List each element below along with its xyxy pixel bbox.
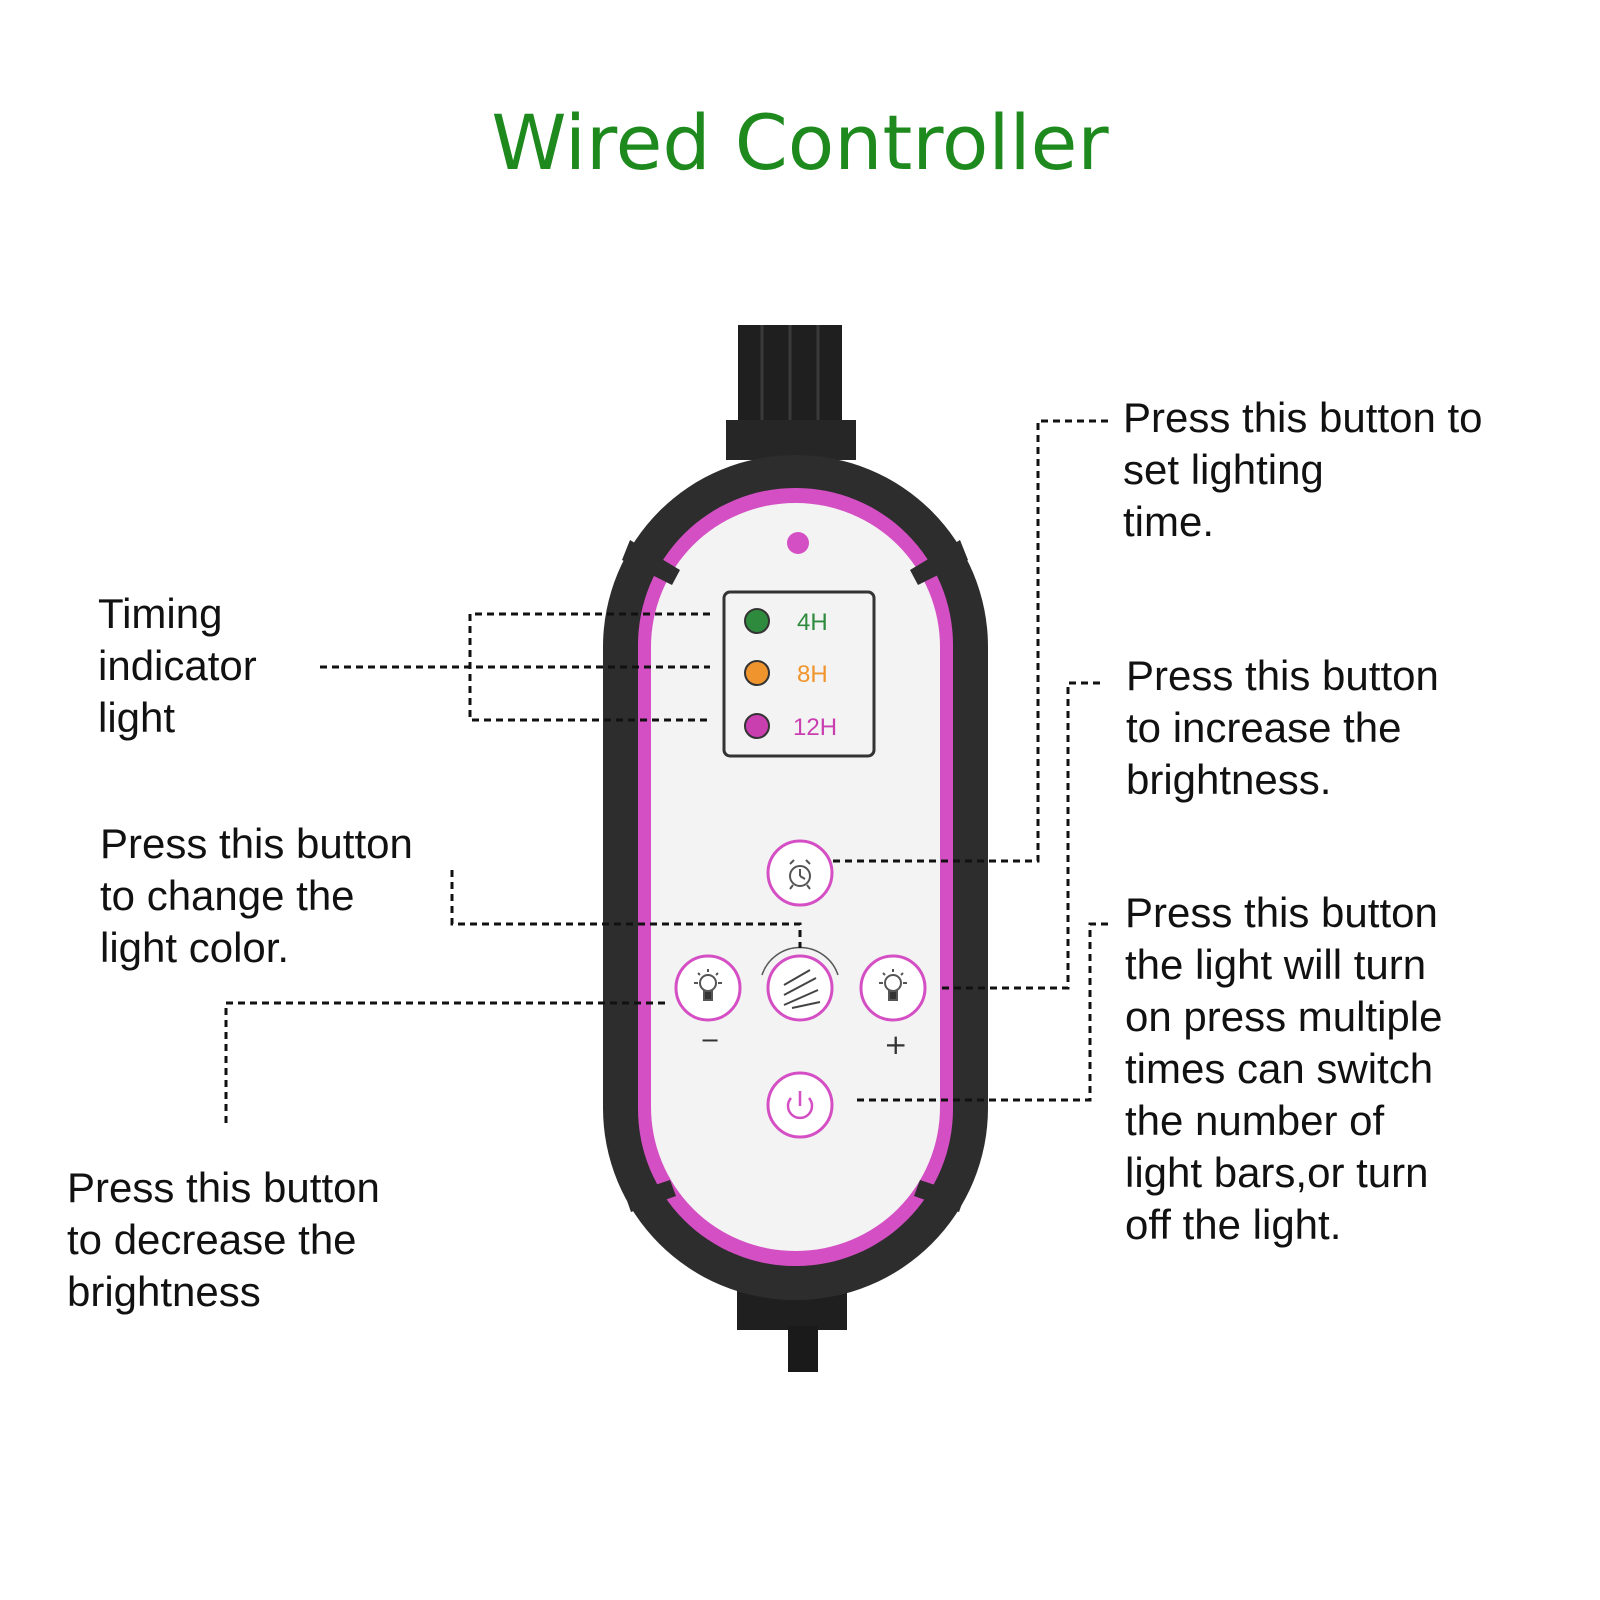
led-12h [744, 713, 770, 739]
plus-mark: + [884, 1028, 907, 1061]
change-color-button[interactable] [761, 946, 839, 1022]
timing-label: Timing indicator light [98, 590, 257, 741]
leader-color [450, 870, 802, 948]
led-label-12h: 12H [793, 714, 837, 741]
top-cable [726, 325, 856, 460]
led-label-4h: 4H [797, 609, 828, 636]
led-8h [744, 660, 770, 686]
leader-timer [830, 419, 1108, 863]
power-label: Press this button the light will turn on… [1125, 889, 1443, 1248]
decrease-label: Press this button to decrease the bright… [67, 1164, 380, 1315]
light-rays-icon [783, 969, 821, 1009]
increase-brightness-button[interactable] [859, 954, 927, 1022]
leader-decrease [224, 1001, 665, 1125]
minus-mark: − [700, 1026, 720, 1054]
page-title: Wired Controller [491, 98, 1109, 187]
power-icon [786, 1091, 814, 1120]
decrease-brightness-button[interactable] [674, 954, 742, 1022]
leader-lines [224, 419, 1108, 1125]
timer-button[interactable] [766, 839, 834, 907]
led-4h [744, 608, 770, 634]
alarm-clock-icon [789, 859, 811, 890]
status-dot [787, 532, 809, 554]
bulb-icon [879, 969, 907, 1001]
increase-label: Press this button to increase the bright… [1126, 652, 1439, 803]
timer-label: Press this button to set lighting time. [1123, 394, 1483, 545]
bulb-icon [694, 969, 722, 1001]
led-label-8h: 8H [797, 661, 828, 688]
power-button[interactable] [766, 1071, 834, 1139]
color-label: Press this button to change the light co… [100, 820, 413, 971]
leader-timing-bracket [468, 612, 710, 722]
leader-increase [940, 681, 1100, 990]
